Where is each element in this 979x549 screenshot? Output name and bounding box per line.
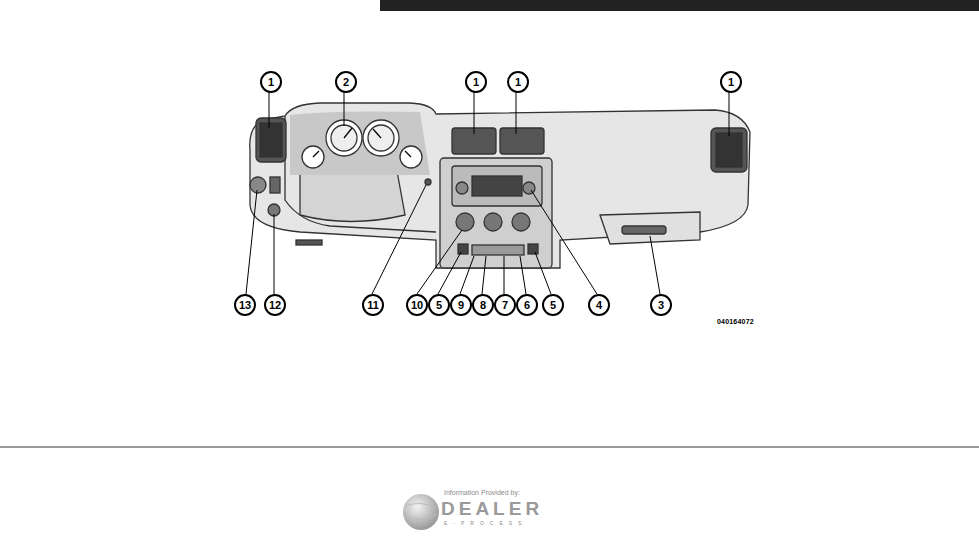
watermark-logo: DEALER	[441, 498, 543, 520]
dashboard	[250, 103, 750, 268]
callout-number: 1	[720, 71, 742, 93]
callout-number: 3	[650, 294, 672, 316]
figure-code: 040164072	[717, 318, 754, 325]
callout-number: 5	[428, 294, 450, 316]
header-bar	[380, 0, 979, 11]
watermark-text: Information Provided by:	[444, 489, 520, 496]
callout-number: 7	[494, 294, 516, 316]
callout-number: 5	[542, 294, 564, 316]
watermark-text: E-PROCESS	[444, 520, 527, 526]
callout-number: 1	[507, 71, 529, 93]
callout-number: 1	[465, 71, 487, 93]
callout-number: 9	[450, 294, 472, 316]
callout-number: 1	[260, 71, 282, 93]
logo-globe	[403, 494, 439, 530]
rule-line	[0, 447, 979, 448]
callout-number: 4	[588, 294, 610, 316]
callout-number: 11	[362, 294, 384, 316]
callout-number: 2	[335, 71, 357, 93]
callout-number: 8	[472, 294, 494, 316]
callout-number: 13	[234, 294, 256, 316]
callout-number: 10	[406, 294, 428, 316]
leader-lines	[246, 91, 729, 294]
callout-number: 6	[516, 294, 538, 316]
callout-number: 12	[264, 294, 286, 316]
